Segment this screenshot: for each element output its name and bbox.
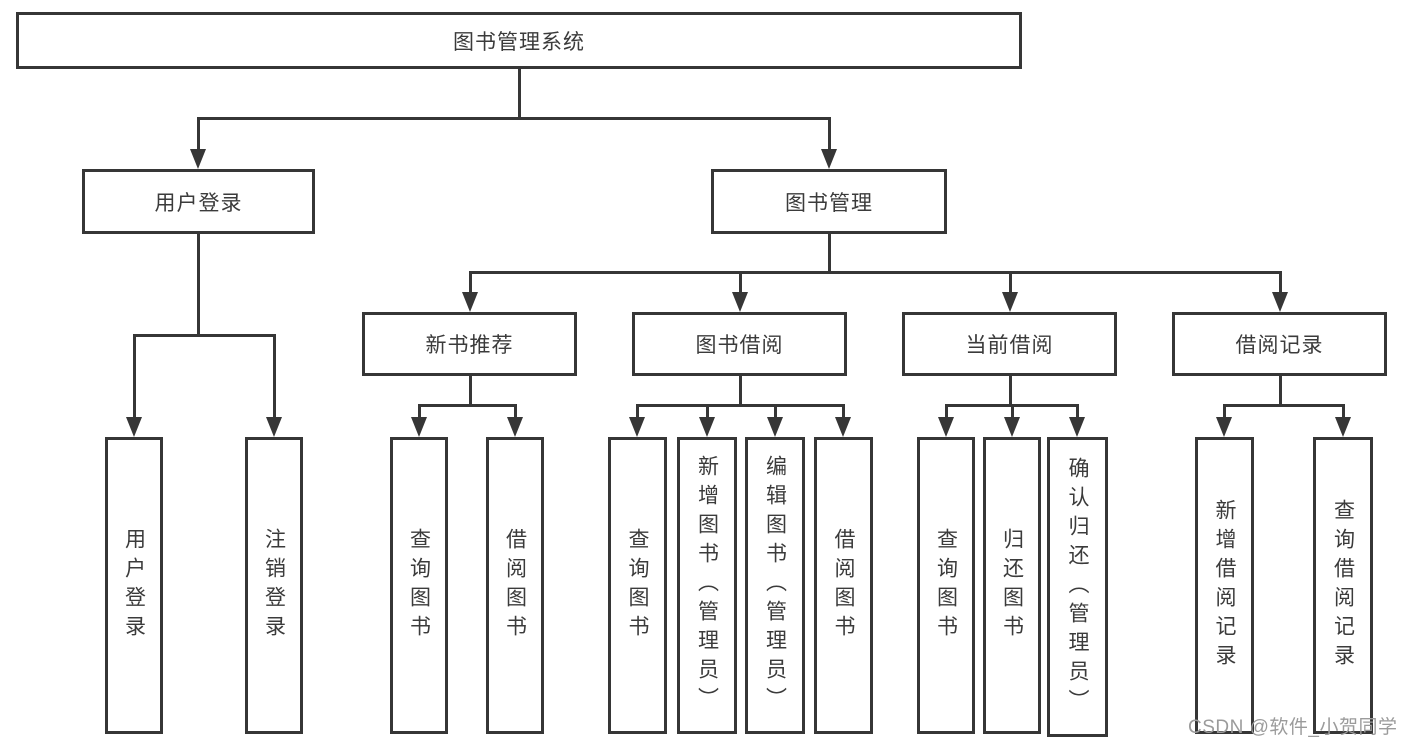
node-new-rec-label: 新书推荐 [425,334,514,357]
node-rec-query: 查询图书 [390,437,448,734]
connector-line [273,334,276,420]
node-rec-borrow: 借阅图书 [486,437,544,734]
node-bb-edit: 编辑图书（管理员） [745,437,805,734]
connector-line [774,404,777,420]
arrow-down-icon [767,417,783,437]
connector-line [739,376,742,407]
arrow-down-icon [699,417,715,437]
csdn-watermark: CSDN @软件_小贺同学 [1188,717,1398,738]
arrow-down-icon [1272,292,1288,312]
connector-line [842,404,845,420]
arrow-down-icon [732,292,748,312]
connector-line [828,234,831,274]
node-br-add-label: 新增借阅记录 [1213,498,1236,673]
connector-line [1342,404,1345,420]
connector-line [133,334,136,420]
node-cb-confirm: 确认归还（管理员） [1047,437,1108,737]
node-book-borrow: 图书借阅 [632,312,847,376]
node-book-borrow-label: 图书借阅 [695,334,784,357]
connector-line [197,234,200,337]
connector-line [1223,404,1226,420]
arrow-down-icon [411,417,427,437]
connector-line [706,404,709,420]
node-cb-query-label: 查询图书 [934,527,958,644]
arrow-down-icon [266,417,282,437]
connector-line [197,117,831,120]
connector-line [514,404,517,420]
node-bb-query: 查询图书 [608,437,667,734]
node-current-borrow: 当前借阅 [902,312,1117,376]
node-borrow-records: 借阅记录 [1172,312,1387,376]
connector-line [1279,376,1282,407]
connector-line [739,271,742,295]
connector-line [945,404,948,420]
node-cb-confirm-label: 确认归还（管理员） [1066,456,1089,718]
node-bb-borrow-label: 借阅图书 [832,527,855,644]
connector-line [636,404,845,407]
node-user-login-label: 用户登录 [154,191,243,215]
connector-line [133,334,276,337]
node-book-mgmt-label: 图书管理 [785,191,873,215]
connector-line [418,404,421,420]
arrow-down-icon [1216,417,1232,437]
arrow-down-icon [190,149,206,169]
arrow-down-icon [1069,417,1085,437]
arrow-down-icon [821,149,837,169]
node-new-rec: 新书推荐 [362,312,577,376]
node-bb-add-label: 新增图书（管理员） [695,455,719,716]
arrow-down-icon [835,417,851,437]
node-root-label: 图书管理系统 [453,30,585,54]
arrow-down-icon [126,417,142,437]
connector-line [1009,376,1012,407]
node-rec-borrow-label: 借阅图书 [503,527,527,644]
node-borrow-records-label: 借阅记录 [1235,334,1324,357]
node-login: 用户登录 [105,437,163,734]
connector-line [1223,404,1345,407]
node-br-query-label: 查询借阅记录 [1331,498,1355,673]
connector-line [828,117,831,152]
node-cb-query: 查询图书 [917,437,975,734]
arrow-down-icon [938,417,954,437]
node-cb-return-label: 归还图书 [1000,527,1024,644]
node-br-query: 查询借阅记录 [1313,437,1373,734]
node-bb-add: 新增图书（管理员） [677,437,737,734]
connector-line [469,271,1282,274]
connector-line [197,117,200,152]
node-rec-query-label: 查询图书 [407,527,431,644]
node-current-borrow-label: 当前借阅 [965,334,1054,357]
node-logout: 注销登录 [245,437,303,734]
arrow-down-icon [1335,417,1351,437]
arrow-down-icon [1002,292,1018,312]
connector-line [636,404,639,420]
node-logout-label: 注销登录 [262,527,286,644]
arrow-down-icon [629,417,645,437]
connector-line [1009,271,1012,295]
node-root: 图书管理系统 [16,12,1022,69]
arrow-down-icon [462,292,478,312]
connector-line [418,404,517,407]
node-br-add: 新增借阅记录 [1195,437,1254,734]
connector-line [1279,271,1282,295]
connector-line [1011,404,1014,420]
connector-line [1076,404,1079,420]
node-book-mgmt: 图书管理 [711,169,947,234]
connector-line [469,376,472,407]
node-user-login: 用户登录 [82,169,315,234]
connector-line [469,271,472,295]
node-bb-borrow: 借阅图书 [814,437,873,734]
node-bb-edit-label: 编辑图书（管理员） [763,455,787,716]
node-login-label: 用户登录 [122,527,146,644]
arrow-down-icon [507,417,523,437]
arrow-down-icon [1004,417,1020,437]
connector-line [518,69,521,119]
node-bb-query-label: 查询图书 [626,527,649,644]
node-cb-return: 归还图书 [983,437,1041,734]
